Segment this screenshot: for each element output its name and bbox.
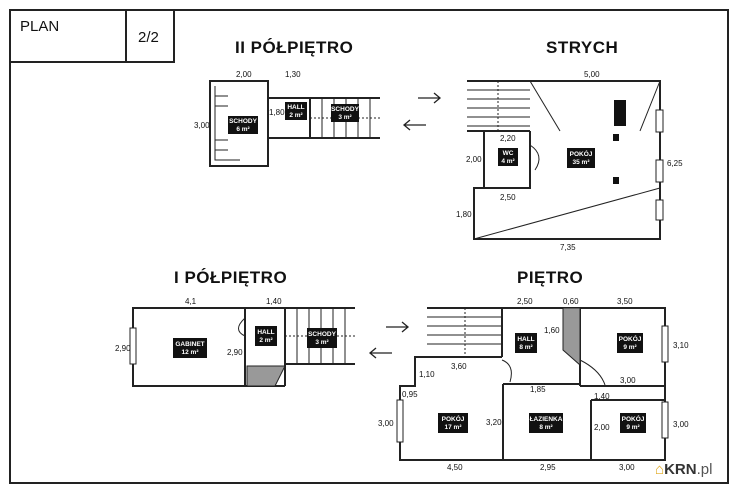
krn-logo: ⌂KRN.pl bbox=[655, 461, 713, 478]
dim-label: 1,10 bbox=[419, 370, 435, 379]
strych-outline bbox=[467, 80, 661, 240]
svg-text:WC: WC bbox=[503, 150, 514, 157]
floor-title-i-polpietro: I PÓŁPIĘTRO bbox=[174, 268, 288, 287]
plan-header-cell bbox=[9, 9, 127, 63]
dim-label: 3,00 bbox=[378, 419, 394, 428]
page-number-cell bbox=[126, 9, 175, 63]
svg-text:HALL: HALL bbox=[257, 329, 274, 336]
plan-label: PLAN bbox=[20, 18, 60, 35]
svg-text:SCHODY: SCHODY bbox=[308, 331, 336, 338]
dim-label: 3,10 bbox=[673, 341, 689, 350]
dim-label: 3,00 bbox=[619, 463, 635, 472]
dim-label: 3,60 bbox=[451, 362, 467, 371]
svg-text:9 m²: 9 m² bbox=[626, 424, 640, 431]
room-tag-pietro-pokoj-9b: POKÓJ 9 m² bbox=[620, 413, 646, 433]
dim-label: 0,60 bbox=[563, 297, 579, 306]
dim-label: 1,40 bbox=[594, 392, 610, 401]
pietro-column bbox=[562, 307, 581, 367]
dim-label: 3,00 bbox=[673, 420, 689, 429]
svg-text:17 m²: 17 m² bbox=[445, 424, 463, 431]
svg-text:2 m²: 2 m² bbox=[289, 112, 303, 119]
dim-label: 3,00 bbox=[194, 121, 210, 130]
stair-treads bbox=[214, 80, 661, 364]
room-tag-strych-pokoj: POKÓJ 35 m² bbox=[567, 148, 595, 168]
svg-text:POKÓJ: POKÓJ bbox=[619, 334, 642, 343]
i-column bbox=[246, 365, 286, 387]
svg-text:SCHODY: SCHODY bbox=[229, 118, 257, 125]
svg-text:HALL: HALL bbox=[287, 104, 304, 111]
doors bbox=[238, 144, 606, 386]
svg-text:POKÓJ: POKÓJ bbox=[570, 149, 593, 158]
svg-text:3 m²: 3 m² bbox=[338, 114, 352, 121]
dim-label: 7,35 bbox=[560, 243, 576, 252]
dim-label: 2,00 bbox=[236, 70, 252, 79]
svg-text:HALL: HALL bbox=[517, 336, 534, 343]
columns bbox=[246, 307, 581, 387]
dim-label: 3,50 bbox=[617, 297, 633, 306]
dim-label: 4,1 bbox=[185, 297, 197, 306]
dim-label: 1,85 bbox=[530, 385, 546, 394]
room-tag-i-hall: HALL 2 m² bbox=[255, 326, 277, 346]
dim-label: 1,40 bbox=[266, 297, 282, 306]
dim-label: 2,90 bbox=[115, 344, 131, 353]
svg-text:GABINET: GABINET bbox=[175, 341, 204, 348]
svg-text:9 m²: 9 m² bbox=[623, 344, 637, 351]
dim-label: 2,50 bbox=[500, 193, 516, 202]
room-tag-i-schody: SCHODY 3 m² bbox=[307, 328, 337, 348]
dim-label: 5,00 bbox=[584, 70, 600, 79]
room-tag-pietro-pokoj-9a: POKÓJ 9 m² bbox=[617, 333, 643, 353]
svg-text:8 m²: 8 m² bbox=[539, 424, 553, 431]
svg-text:12 m²: 12 m² bbox=[182, 349, 200, 356]
svg-text:ŁAZIENKA: ŁAZIENKA bbox=[530, 416, 563, 423]
dim-label: 2,00 bbox=[594, 423, 610, 432]
room-tag-strych-wc: WC 4 m² bbox=[498, 148, 518, 166]
room-tag-pietro-lazienka: ŁAZIENKA 8 m² bbox=[529, 413, 563, 433]
strych-fixtures bbox=[613, 100, 626, 184]
dim-label: 4,50 bbox=[447, 463, 463, 472]
dim-label: 0,95 bbox=[402, 390, 418, 399]
room-tag-pietro-hall: HALL 8 m² bbox=[515, 333, 537, 353]
floor-title-pietro: PIĘTRO bbox=[517, 268, 584, 287]
room-tag-ii-hall: HALL 2 m² bbox=[285, 102, 307, 120]
direction-arrows bbox=[368, 92, 442, 359]
dim-label: 2,95 bbox=[540, 463, 556, 472]
svg-text:35 m²: 35 m² bbox=[573, 159, 591, 166]
dim-label: 1,80 bbox=[269, 108, 285, 117]
dim-label: 6,25 bbox=[667, 159, 683, 168]
dim-label: 2,50 bbox=[517, 297, 533, 306]
room-tag-ii-schody-3: SCHODY 3 m² bbox=[331, 104, 360, 122]
room-tag-i-gabinet: GABINET 12 m² bbox=[173, 338, 207, 358]
windows bbox=[129, 109, 669, 443]
svg-text:2 m²: 2 m² bbox=[259, 337, 273, 344]
room-tag-ii-schody-6: SCHODY 6 m² bbox=[228, 116, 258, 134]
svg-text:POKÓJ: POKÓJ bbox=[622, 414, 645, 423]
dim-label: 2,00 bbox=[466, 155, 482, 164]
floor-title-strych: STRYCH bbox=[546, 38, 619, 57]
dim-label: 1,60 bbox=[544, 326, 560, 335]
svg-text:6 m²: 6 m² bbox=[236, 126, 250, 133]
arrow-left-bottom bbox=[368, 347, 392, 359]
dim-label: 1,30 bbox=[285, 70, 301, 79]
dim-label: 3,20 bbox=[486, 418, 502, 427]
arrow-left-top bbox=[402, 119, 426, 131]
floor-title-ii-polpietro: II PÓŁPIĘTRO bbox=[235, 38, 354, 57]
dim-label: 3,00 bbox=[620, 376, 636, 385]
page-frame bbox=[9, 9, 729, 484]
dim-label: 1,80 bbox=[456, 210, 472, 219]
room-tag-pietro-pokoj-17: POKÓJ 17 m² bbox=[438, 413, 468, 433]
arrow-right-bottom bbox=[386, 321, 410, 333]
dim-label: 2,20 bbox=[500, 134, 516, 143]
svg-text:3 m²: 3 m² bbox=[315, 339, 329, 346]
svg-text:SCHODY: SCHODY bbox=[331, 106, 359, 113]
home-icon: ⌂ bbox=[655, 461, 665, 478]
dim-label: 2,90 bbox=[227, 348, 243, 357]
ii-stairwell-wall bbox=[209, 80, 269, 167]
dimension-labels: 2,00 1,30 3,00 1,80 5,00 2,20 2,00 2,50 … bbox=[115, 70, 689, 472]
page-number: 2/2 bbox=[138, 29, 159, 46]
svg-text:4 m²: 4 m² bbox=[501, 158, 515, 165]
arrow-right-top bbox=[418, 92, 442, 104]
svg-text:8 m²: 8 m² bbox=[519, 344, 533, 351]
svg-text:POKÓJ: POKÓJ bbox=[442, 414, 465, 423]
